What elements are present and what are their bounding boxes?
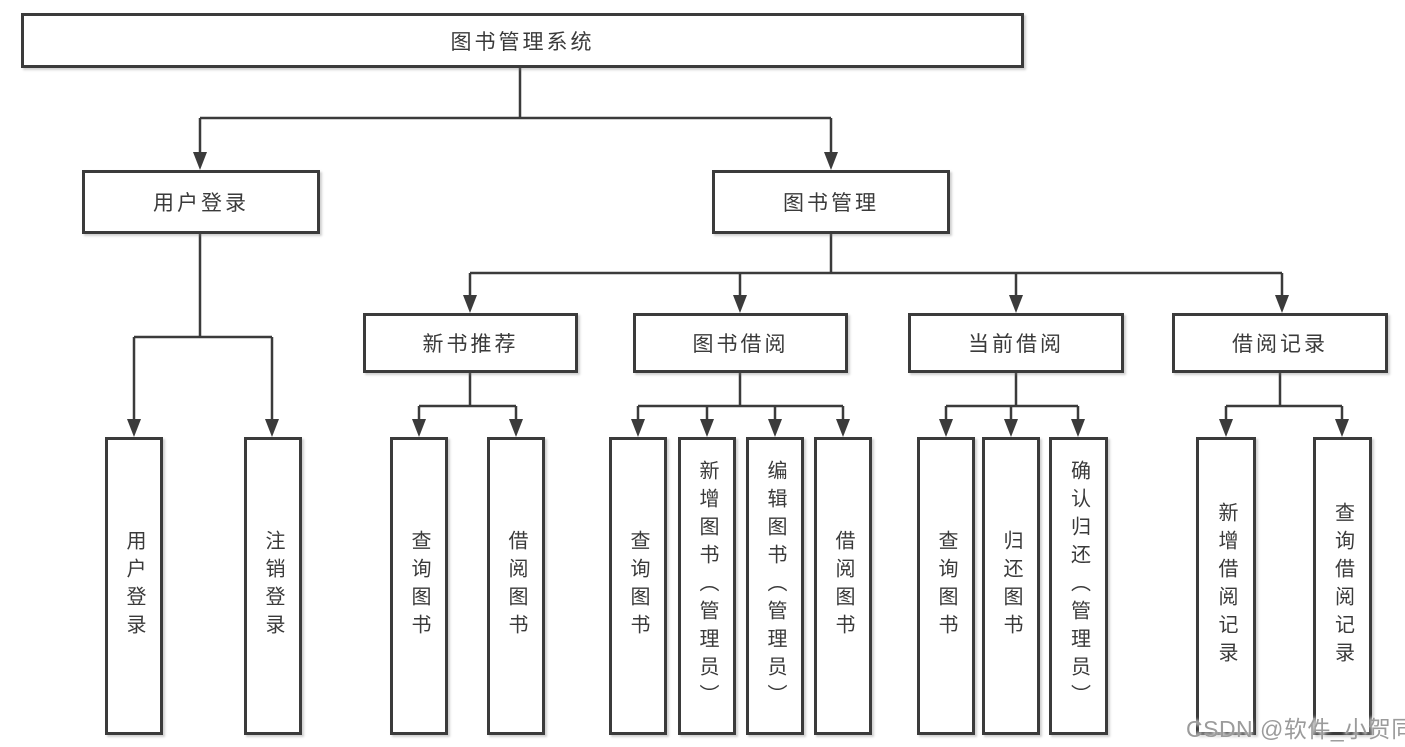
leaf-cb-return-books-label: 归还图书 (1000, 530, 1022, 642)
leaf-bb-edit-book-admin-label: 编辑图书（管理员） (764, 460, 786, 712)
node-borrowing-records: 借阅记录 (1172, 313, 1388, 373)
leaf-nbr-query-books: 查询图书 (390, 437, 448, 735)
leaf-bb-edit-book-admin: 编辑图书（管理员） (746, 437, 804, 735)
leaf-nbr-borrow-books-label: 借阅图书 (505, 530, 527, 642)
leaf-cb-confirm-return-admin-label: 确认归还（管理员） (1067, 460, 1090, 712)
arrowheads (127, 152, 1349, 437)
leaf-logout: 注销登录 (244, 437, 302, 735)
leaf-br-add-record-label: 新增借阅记录 (1215, 502, 1237, 670)
leaf-user-login: 用户登录 (105, 437, 163, 735)
leaf-bb-borrow-books: 借阅图书 (814, 437, 872, 735)
node-new-book-recommend: 新书推荐 (363, 313, 578, 373)
leaf-cb-confirm-return-admin: 确认归还（管理员） (1049, 437, 1108, 735)
leaf-bb-query-books-label: 查询图书 (627, 530, 649, 642)
leaf-br-query-record: 查询借阅记录 (1313, 437, 1372, 735)
node-user-login: 用户登录 (82, 170, 320, 234)
node-book-management: 图书管理 (712, 170, 950, 234)
leaf-cb-query-books: 查询图书 (917, 437, 975, 735)
leaf-user-login-label: 用户登录 (123, 530, 145, 642)
leaf-nbr-borrow-books: 借阅图书 (487, 437, 545, 735)
leaf-bb-borrow-books-label: 借阅图书 (832, 530, 854, 642)
leaf-bb-add-book-admin-label: 新增图书（管理员） (696, 460, 718, 712)
watermark: CSDN @软件_小贺同学 (1186, 716, 1405, 742)
leaf-logout-label: 注销登录 (262, 530, 284, 642)
leaf-cb-query-books-label: 查询图书 (935, 530, 957, 642)
node-root: 图书管理系统 (21, 13, 1024, 68)
node-book-borrowing: 图书借阅 (633, 313, 848, 373)
leaf-nbr-query-books-label: 查询图书 (408, 530, 430, 642)
node-current-borrowing: 当前借阅 (908, 313, 1124, 373)
leaf-cb-return-books: 归还图书 (982, 437, 1040, 735)
leaf-bb-add-book-admin: 新增图书（管理员） (678, 437, 736, 735)
leaf-br-add-record: 新增借阅记录 (1196, 437, 1256, 735)
leaf-br-query-record-label: 查询借阅记录 (1331, 502, 1354, 670)
leaf-bb-query-books: 查询图书 (609, 437, 667, 735)
